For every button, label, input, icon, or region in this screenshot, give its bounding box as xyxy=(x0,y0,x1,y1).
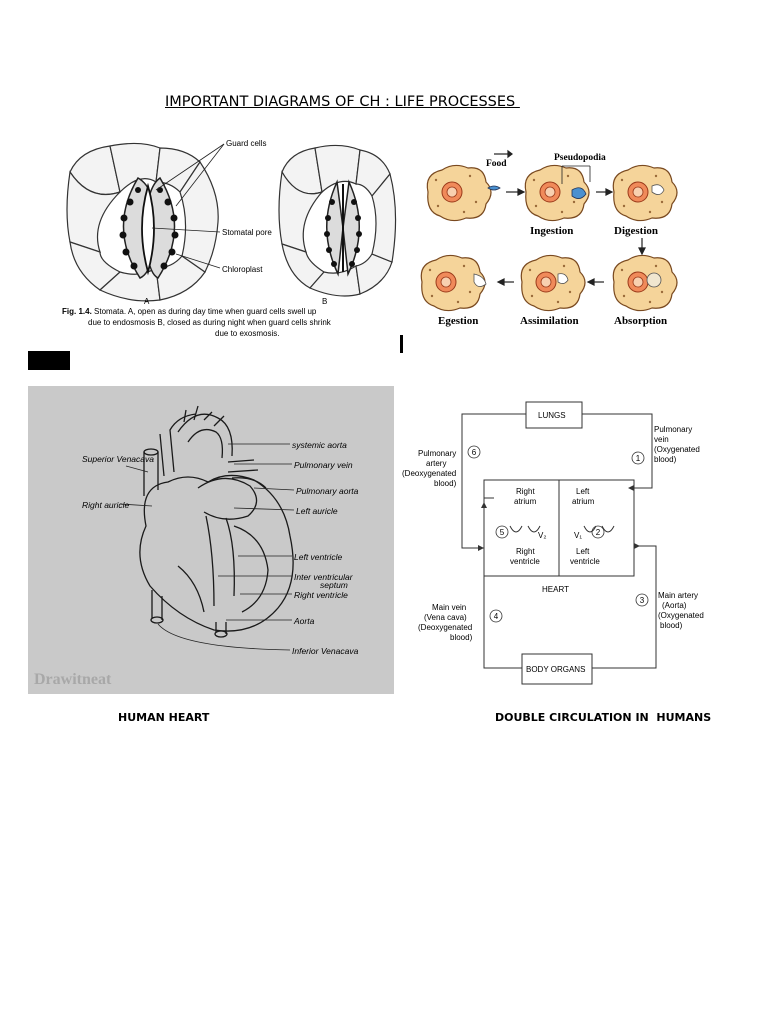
label-right-ventricle-1: Right xyxy=(516,547,535,556)
label-digestion: Digestion xyxy=(614,225,658,237)
label-mv-4: blood) xyxy=(450,633,473,642)
stomata-caption-text: Stomata. A, open as during day time when… xyxy=(92,307,317,316)
label-aorta: Aorta xyxy=(293,616,315,626)
label-ma-3: (Oxygenated xyxy=(658,611,704,620)
num-6: 6 xyxy=(472,448,477,457)
label-inter-ventricular-1: Inter ventricular xyxy=(294,572,354,582)
label-food: Food xyxy=(486,159,507,169)
stomata-caption-prefix: Fig. 1.4. xyxy=(62,307,92,316)
num-3: 3 xyxy=(640,596,645,605)
label-mv-2: (Vena cava) xyxy=(424,613,467,622)
label-egestion: Egestion xyxy=(438,315,478,327)
label-v1: V₁ xyxy=(574,531,582,540)
label-assimilation: Assimilation xyxy=(520,315,579,327)
label-absorption: Absorption xyxy=(614,315,667,327)
double-circulation-diagram: LUNGS Pulmonary vein (Oxygenated blood) … xyxy=(398,398,714,694)
redaction-bar xyxy=(28,351,70,370)
label-guard-cells: Guard cells xyxy=(226,139,266,148)
label-a: A xyxy=(144,297,150,306)
label-b: B xyxy=(322,297,327,306)
label-systemic-aorta: systemic aorta xyxy=(292,440,347,450)
num-2: 2 xyxy=(596,528,601,537)
human-heart-diagram: systemic aorta Pulmonary vein Superior V… xyxy=(28,386,394,694)
label-left-auricle: Left auricle xyxy=(296,506,338,516)
label-pa-4: blood) xyxy=(434,479,457,488)
label-pv-4: blood) xyxy=(654,455,677,464)
label-heart: HEART xyxy=(542,585,569,594)
label-superior-venacava: Superior Venacava xyxy=(82,454,154,464)
label-right-auricle: Right auricle xyxy=(82,500,130,510)
label-ingestion: Ingestion xyxy=(530,225,573,237)
label-right-ventricle-2: ventricle xyxy=(510,557,540,566)
label-mv-1: Main vein xyxy=(432,603,466,612)
label-left-ventricle-2: ventricle xyxy=(570,557,600,566)
label-inter-ventricular-2: septum xyxy=(320,580,348,590)
label-ma-4: blood) xyxy=(660,621,683,630)
label-inferior-venacava: Inferior Venacava xyxy=(292,646,359,656)
label-left-atrium-1: Left xyxy=(576,487,590,496)
label-right-ventricle: Right ventricle xyxy=(294,590,348,600)
label-pa-3: (Deoxygenated xyxy=(402,469,456,478)
label-right-atrium-2: atrium xyxy=(514,497,537,506)
num-1: 1 xyxy=(636,454,641,463)
watermark-drawitneat: Drawitneat xyxy=(34,671,112,688)
num-4: 4 xyxy=(494,612,499,621)
heart-caption: HUMAN HEART xyxy=(118,711,210,724)
stomata-caption-line3: due to exosmosis. xyxy=(215,329,279,338)
label-left-ventricle: Left ventricle xyxy=(294,552,342,562)
box-body-organs: BODY ORGANS xyxy=(526,665,585,674)
label-mv-3: (Deoxygenated xyxy=(418,623,472,632)
label-pv-2: vein xyxy=(654,435,669,444)
label-right-atrium-1: Right xyxy=(516,487,535,496)
page-title: IMPORTANT DIAGRAMS OF CH : LIFE PROCESSE… xyxy=(165,94,520,110)
stomata-caption-line1: Fig. 1.4. Stomata. A, open as during day… xyxy=(62,307,317,316)
stomata-diagram: Guard cells Stomatal pore Chloroplast A … xyxy=(60,132,400,352)
num-5: 5 xyxy=(500,528,505,537)
label-pv-3: (Oxygenated xyxy=(654,445,700,454)
label-pulmonary-aorta: Pulmonary aorta xyxy=(296,486,359,496)
label-left-ventricle-1: Left xyxy=(576,547,590,556)
stomata-caption-line2: due to endosmosis B, closed as during ni… xyxy=(88,318,332,327)
label-ma-2: (Aorta) xyxy=(662,601,687,610)
text-cursor xyxy=(400,335,403,353)
label-pv-1: Pulmonary xyxy=(654,425,692,434)
amoeba-nutrition-diagram: Food Pseudopodia Ingestion Digestion Ege… xyxy=(414,146,690,332)
box-lungs: LUNGS xyxy=(538,411,566,420)
label-left-atrium-2: atrium xyxy=(572,497,595,506)
label-chloroplast: Chloroplast xyxy=(222,265,263,274)
circulation-caption: DOUBLE CIRCULATION IN HUMANS xyxy=(495,711,712,724)
label-pa-2: artery xyxy=(426,459,446,468)
label-stomatal-pore: Stomatal pore xyxy=(222,228,272,237)
label-pulmonary-vein: Pulmonary vein xyxy=(294,460,353,470)
label-pa-1: Pulmonary xyxy=(418,449,456,458)
label-ma-1: Main artery xyxy=(658,591,698,600)
label-v2: V₂ xyxy=(538,531,546,540)
label-pseudopodia: Pseudopodia xyxy=(554,153,606,163)
